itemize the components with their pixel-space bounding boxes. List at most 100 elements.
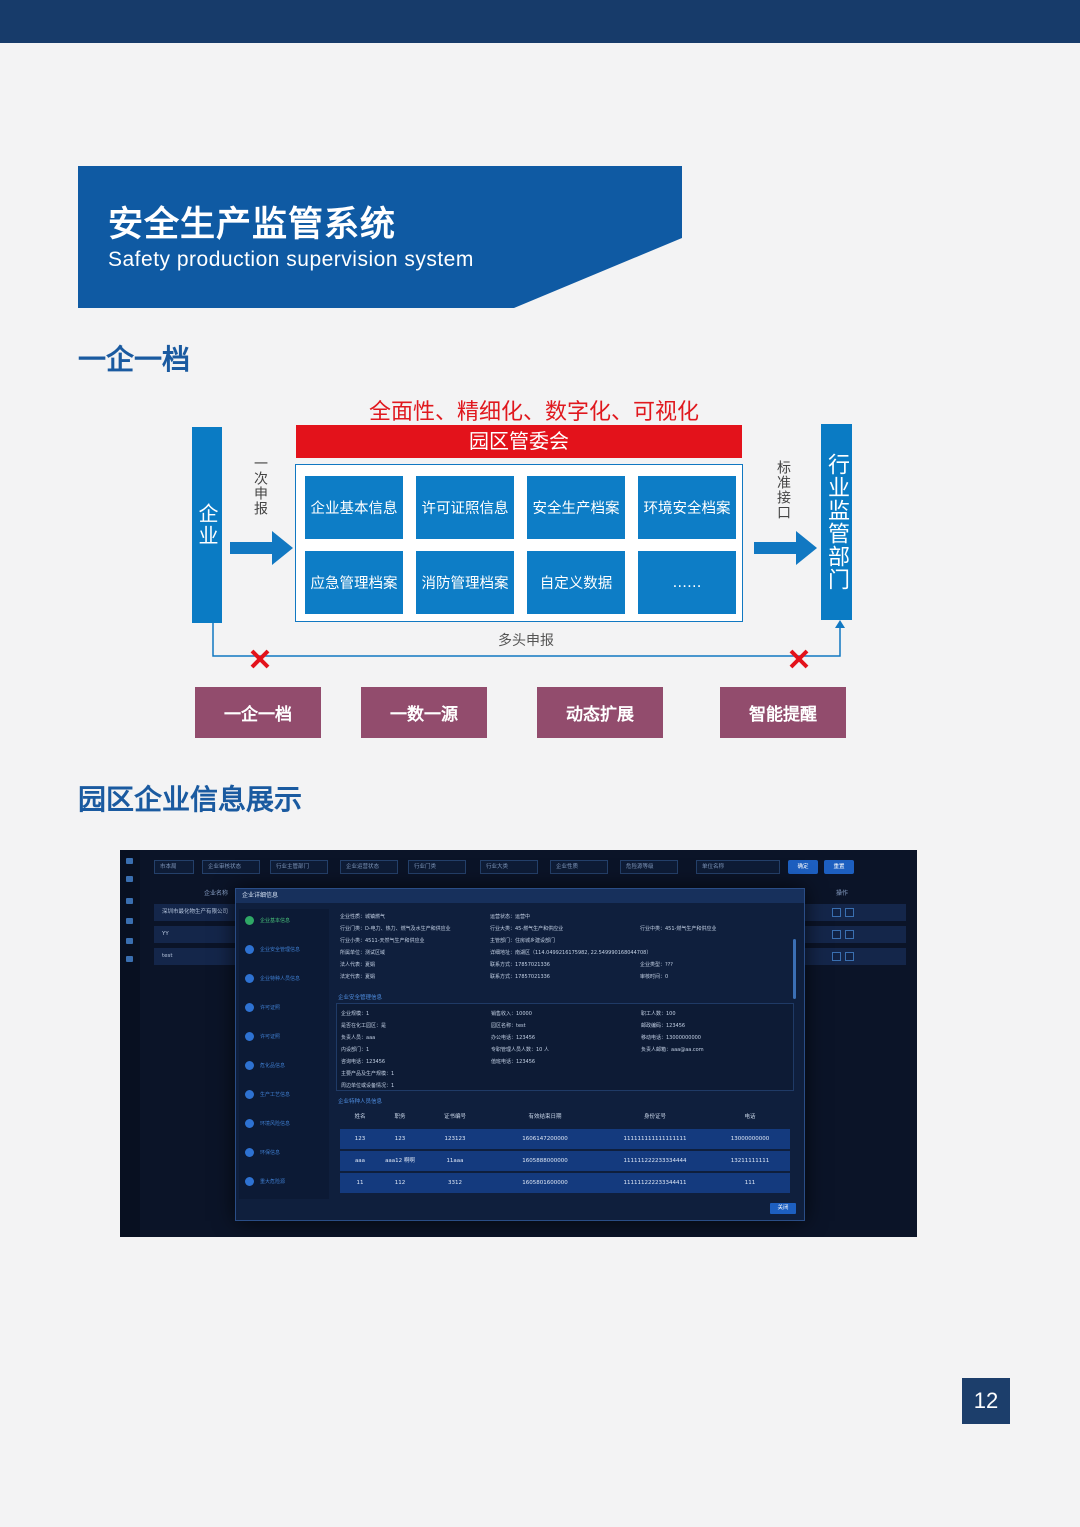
archive-cell: 自定义数据 xyxy=(527,551,625,614)
park-committee-bar: 园区管委会 xyxy=(296,425,742,458)
table-row[interactable]: 123 123 123123 1606147200000 11111111111… xyxy=(340,1129,790,1149)
archive-grid: 企业基本信息 许可证照信息 安全生产档案 环境安全档案 应急管理档案 消防管理档… xyxy=(295,464,743,622)
modal-body: 企业性质：城镇燃气 运营状态：运营中 行业门类：D-电力、热力、燃气及水生产和供… xyxy=(336,909,798,1199)
info-value: 审核时间：0 xyxy=(640,974,669,980)
info-value: 联系方式：17857021336 xyxy=(490,974,550,980)
table-row[interactable]: aaa aaa12 啊啊 11aaa 1605888000000 1111112… xyxy=(340,1151,790,1171)
filter-select[interactable]: 企业运营状态 xyxy=(340,860,398,874)
cross-icon xyxy=(789,649,809,669)
info-value: 行业大类：45-燃气生产和供应业 xyxy=(490,926,564,932)
nav-dot-icon xyxy=(245,974,254,983)
side-label: 危化品信息 xyxy=(260,1063,286,1069)
filter-select[interactable]: 危险源等级 xyxy=(620,860,678,874)
menu-icon[interactable] xyxy=(126,898,133,904)
cell: 123123 xyxy=(444,1136,466,1142)
nav-dot-icon xyxy=(245,1148,254,1157)
delete-icon[interactable] xyxy=(845,952,854,961)
side-nav-item[interactable]: 环境风险信息 xyxy=(245,1118,290,1130)
one-enterprise-diagram: 全面性、精细化、数字化、可视化 园区管委会 企业 一次申报 标准接口 行业监管部… xyxy=(180,390,880,750)
row-name: YY xyxy=(162,931,169,937)
safety-panel: 企业规模：1 销售收入：10000 职工人数：100 是否在化工园区：是 园区名… xyxy=(336,1003,794,1091)
info-value: 详细地址：南湖区（114.0499216175982, 22.549990168… xyxy=(490,950,652,956)
col-name: 企业名称 xyxy=(204,890,229,897)
multi-report-label: 多头申报 xyxy=(498,633,554,649)
menu-icon[interactable] xyxy=(126,858,133,864)
edit-icon[interactable] xyxy=(832,908,841,917)
archive-cell: 消防管理档案 xyxy=(416,551,514,614)
archive-cell: 许可证照信息 xyxy=(416,476,514,539)
side-label: 环保信息 xyxy=(260,1150,281,1156)
left-rail xyxy=(120,850,140,1237)
side-label: 环境风险信息 xyxy=(260,1121,291,1127)
archive-cell: …… xyxy=(638,551,736,614)
table-header: 企业名称 操作 xyxy=(154,886,906,900)
modal-side-nav: 企业基本信息 企业安全管理信息 企业特种人员信息 许可证照 许可证照 危化品信息… xyxy=(239,909,329,1199)
nav-dot-icon xyxy=(245,916,254,925)
side-nav-item[interactable]: 生产工艺信息 xyxy=(245,1089,290,1101)
feature-tag: 智能提醒 xyxy=(720,687,846,738)
info-value: 所属单位：测试区域 xyxy=(340,950,386,956)
info-value: 法人代表：夏娟 xyxy=(340,962,376,968)
close-button[interactable]: 关闭 xyxy=(770,1203,796,1214)
delete-icon[interactable] xyxy=(845,908,854,917)
side-nav-item[interactable]: 企业安全管理信息 xyxy=(245,944,300,956)
cell: 11 xyxy=(356,1180,364,1186)
info-value: 负责人邮箱：aaa@aa.com xyxy=(641,1047,704,1053)
edit-icon[interactable] xyxy=(832,952,841,961)
side-nav-item[interactable]: 许可证照 xyxy=(245,1031,280,1043)
nav-dot-icon xyxy=(245,1032,254,1041)
cell: 123 xyxy=(354,1136,366,1142)
edit-icon[interactable] xyxy=(832,930,841,939)
filter-bar: 市本局 企业审核状态 行业主管部门 企业运营状态 行业门类 行业大类 企业性质 … xyxy=(154,860,917,874)
enterprise-detail-modal: 企业详细信息 企业基本信息 企业安全管理信息 企业特种人员信息 许可证照 许可证… xyxy=(235,888,805,1221)
side-nav-item[interactable]: 企业特种人员信息 xyxy=(245,973,300,985)
cell: 111111222233344411 xyxy=(623,1180,687,1186)
menu-icon[interactable] xyxy=(126,876,133,882)
info-value: 办公电话：123456 xyxy=(491,1035,536,1041)
menu-icon[interactable] xyxy=(126,956,133,962)
side-label: 企业特种人员信息 xyxy=(260,976,301,982)
filter-select[interactable]: 行业大类 xyxy=(480,860,538,874)
filter-select[interactable]: 企业性质 xyxy=(550,860,608,874)
cell: 13000000000 xyxy=(730,1136,770,1142)
table-row[interactable]: 11 112 3312 1605801600000 11111122223334… xyxy=(340,1173,790,1193)
delete-icon[interactable] xyxy=(845,930,854,939)
cell: 1605801600000 xyxy=(522,1180,568,1186)
menu-icon[interactable] xyxy=(126,938,133,944)
scrollbar[interactable] xyxy=(793,939,796,999)
page-number: 12 xyxy=(962,1378,1010,1424)
info-value: 值班电话：123456 xyxy=(491,1059,536,1065)
info-value: 咨询电话：123456 xyxy=(341,1059,386,1065)
confirm-button[interactable]: 确定 xyxy=(788,860,818,874)
banner-title: 安全生产监管系统 xyxy=(108,205,397,245)
cell: 111 xyxy=(744,1180,756,1186)
feature-tag: 一企一档 xyxy=(195,687,321,738)
col-header: 有效结束日期 xyxy=(528,1114,562,1120)
info-value: 行业门类：D-电力、热力、燃气及水生产和供应业 xyxy=(340,926,451,932)
menu-icon[interactable] xyxy=(126,918,133,924)
info-value: 是否在化工园区：是 xyxy=(341,1023,387,1029)
filter-select[interactable]: 企业审核状态 xyxy=(202,860,260,874)
info-value: 企业规模：1 xyxy=(341,1011,370,1017)
side-nav-item[interactable]: 许可证照 xyxy=(245,1002,280,1014)
side-label: 许可证照 xyxy=(260,1034,281,1040)
side-nav-item[interactable]: 重大危险源 xyxy=(245,1176,285,1188)
filter-select[interactable]: 行业门类 xyxy=(408,860,466,874)
info-value: 主要产品及生产规模：1 xyxy=(341,1071,395,1077)
search-input[interactable]: 单位名称 xyxy=(696,860,780,874)
side-nav-item[interactable]: 企业基本信息 xyxy=(245,915,290,927)
reset-button[interactable]: 重置 xyxy=(824,860,854,874)
cell: 11aaa xyxy=(446,1158,464,1164)
side-nav-item[interactable]: 环保信息 xyxy=(245,1147,280,1159)
col-header: 职务 xyxy=(394,1114,406,1120)
staff-section-heading: 企业特种人员信息 xyxy=(338,1099,383,1105)
nav-dot-icon xyxy=(245,1061,254,1070)
filter-select[interactable]: 行业主管部门 xyxy=(270,860,328,874)
side-nav-item[interactable]: 危化品信息 xyxy=(245,1060,285,1072)
staff-table-header: 姓名 职务 证书编号 有效结束日期 身份证号 电话 xyxy=(340,1109,790,1125)
info-value: 园区名称：test xyxy=(491,1023,526,1029)
col-header: 电话 xyxy=(744,1114,756,1120)
nav-dot-icon xyxy=(245,1177,254,1186)
filter-select[interactable]: 市本局 xyxy=(154,860,194,874)
info-value: 行业小类：4511-天然气生产和供应业 xyxy=(340,938,425,944)
